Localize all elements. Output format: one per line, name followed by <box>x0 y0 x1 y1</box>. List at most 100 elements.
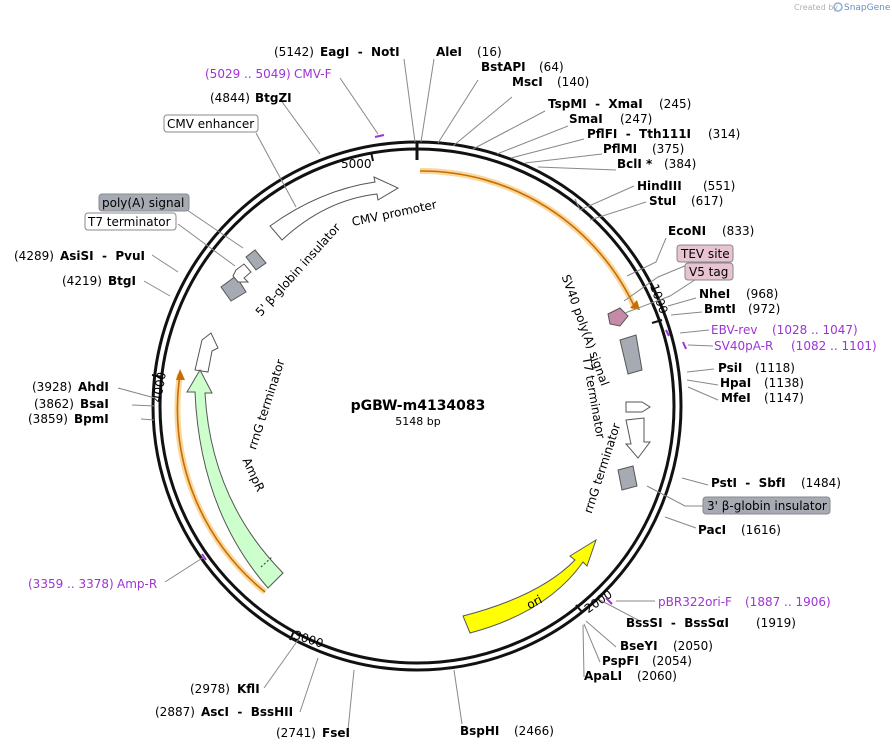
site-pflmi[interactable]: PflMI <box>603 142 637 156</box>
tick-3000 <box>289 630 295 641</box>
site-asci-pos: (2887) <box>155 705 195 719</box>
site-msci-pos: (140) <box>557 75 589 89</box>
t7-terminator-right-arrow[interactable] <box>625 401 651 413</box>
site-btgzi[interactable]: BtgZI <box>255 91 292 105</box>
tick-1000 <box>651 319 663 324</box>
ori-feature[interactable] <box>462 538 597 634</box>
site-bstapi-pos: (64) <box>539 60 564 74</box>
primer-amp-r-name[interactable]: Amp-R <box>117 577 157 591</box>
site-mfei[interactable]: MfeI <box>721 391 751 405</box>
sv40-polya-block[interactable] <box>619 334 643 375</box>
site-psii-pos: (1118) <box>755 361 795 375</box>
tick-4000 <box>151 374 163 378</box>
tick-2000 <box>575 604 583 613</box>
site-ahdi-pos: (3928) <box>32 380 72 394</box>
polya-signal-block[interactable] <box>245 249 267 271</box>
site-pspfi[interactable]: PspFI <box>602 654 639 668</box>
site-stui[interactable]: StuI <box>649 194 676 208</box>
site-paci[interactable]: PacI <box>698 523 726 537</box>
site-pflmi-pos: (375) <box>652 142 684 156</box>
site-eagi-noti-pos: (5142) <box>274 45 314 59</box>
orf-top-arrow <box>419 170 636 309</box>
primer-cmv-f-name[interactable]: CMV-F <box>294 67 332 81</box>
site-hpai-pos: (1138) <box>764 376 804 390</box>
site-bseyi-pos: (2050) <box>673 639 713 653</box>
site-alei[interactable]: AleI <box>436 45 462 59</box>
t7-terminator-left-arrow[interactable] <box>232 263 252 283</box>
site-btgi[interactable]: BtgI <box>108 274 136 288</box>
ampr-label: AmpR <box>240 455 268 493</box>
site-kfli[interactable]: KflI <box>237 682 260 696</box>
site-smai-pos: (247) <box>620 112 652 126</box>
site-bpmi[interactable]: BpmI <box>74 412 109 426</box>
t7-terminator-box[interactable] <box>84 212 177 231</box>
site-mfei-pos: (1147) <box>764 391 804 405</box>
site-hindiii[interactable]: HindIII <box>637 179 682 193</box>
primer-ebv-rev-name[interactable]: EBV-rev <box>711 323 757 337</box>
site-bsphi[interactable]: BspHI <box>460 724 499 738</box>
primer-cmv-f-range: (5029 .. 5049) <box>205 67 291 81</box>
site-bsai[interactable]: BsaI <box>80 397 109 411</box>
tev-v5-block[interactable] <box>607 307 629 327</box>
v5-tag-text: V5 tag <box>689 265 728 279</box>
primer-pbr322ori-f-name[interactable]: pBR322ori-F <box>658 595 732 609</box>
site-bmti[interactable]: BmtI <box>704 302 736 316</box>
site-eagi-noti[interactable]: EagI - NotI <box>320 45 400 59</box>
site-stui-pos: (617) <box>691 194 723 208</box>
beta-globin-5-label: 5' β-globin insulator <box>253 220 344 318</box>
rrng-right-arrow[interactable] <box>624 417 651 459</box>
site-asisi-pvui[interactable]: AsiSI - PvuI <box>60 249 145 263</box>
cmv-enhancer-box[interactable] <box>163 114 259 133</box>
site-paci-pos: (1616) <box>741 523 781 537</box>
primer-labels: (5029 .. 5049) CMV-F EBV-rev (1028 .. 10… <box>28 67 877 609</box>
primer-sv40pa-r-range: (1082 .. 1101) <box>791 339 877 353</box>
tev-site-box[interactable] <box>676 244 734 263</box>
plasmid-size: 5148 bp <box>395 415 440 428</box>
beta-globin-3-block[interactable] <box>617 465 638 491</box>
site-apali-pos: (2060) <box>637 669 677 683</box>
site-pflfi-tth111i-pos: (314) <box>708 127 740 141</box>
site-bseyi[interactable]: BseYI <box>620 639 658 653</box>
site-bcli-pos: (384) <box>664 157 696 171</box>
v5-tag-box[interactable] <box>684 262 734 281</box>
site-labels-left: (5142) EagI - NotI (4844) BtgZI (4289) A… <box>14 45 400 740</box>
site-apali[interactable]: ApaLI <box>584 669 622 683</box>
cmv-promoter-feature[interactable] <box>269 176 400 241</box>
scale-ticks <box>151 151 663 641</box>
site-smai[interactable]: SmaI <box>569 112 603 126</box>
orf-top-arrowhead <box>630 300 640 310</box>
rrng-left-label: rrnG terminator <box>245 358 287 452</box>
tick-label-4000: 4000 <box>150 371 169 404</box>
site-btgzi-pos: (4844) <box>210 91 250 105</box>
primer-pbr322ori-f-range: (1887 .. 1906) <box>745 595 831 609</box>
site-asci-bsshii[interactable]: AscI - BssHII <box>201 705 293 719</box>
rrng-left-arrow[interactable] <box>194 332 219 373</box>
primer-mark-cmv-f <box>374 134 385 138</box>
site-pflfi-tth111i[interactable]: PflFI - Tth111I <box>587 127 691 141</box>
site-bsssi[interactable]: BssSI - BssSαI <box>626 616 729 630</box>
credit-prefix: Created by <box>794 3 838 12</box>
site-msci[interactable]: MscI <box>512 75 543 89</box>
site-bcli[interactable]: BclI * <box>617 157 653 171</box>
site-fsei[interactable]: FseI <box>322 726 350 740</box>
primer-amp-r-range: (3359 .. 3378) <box>28 577 114 591</box>
beta-globin-3-box[interactable] <box>702 496 831 515</box>
credit-brand: SnapGene <box>844 3 891 13</box>
site-psti-sbfi[interactable]: PstI - SbfI <box>711 476 786 490</box>
site-econi[interactable]: EcoNI <box>668 224 706 238</box>
ori-label: ori <box>524 592 544 612</box>
site-tspmi-xmai[interactable]: TspMI - XmaI <box>548 97 643 111</box>
primer-sv40pa-r-name[interactable]: SV40pA-R <box>714 339 773 353</box>
site-nhei[interactable]: NheI <box>699 287 730 301</box>
site-psii[interactable]: PsiI <box>718 361 742 375</box>
boxed-feature-labels: CMV enhancer poly(A) signal T7 terminato… <box>84 114 831 515</box>
ampr-feature[interactable] <box>186 368 284 589</box>
site-bstapi[interactable]: BstAPI <box>481 60 526 74</box>
site-hpai[interactable]: HpaI <box>720 376 751 390</box>
site-kfli-pos: (2978) <box>190 682 230 696</box>
polya-signal-box[interactable] <box>98 193 190 212</box>
site-ahdi[interactable]: AhdI <box>78 380 109 394</box>
polya-signal-text: poly(A) signal <box>102 196 184 210</box>
site-nhei-pos: (968) <box>746 287 778 301</box>
